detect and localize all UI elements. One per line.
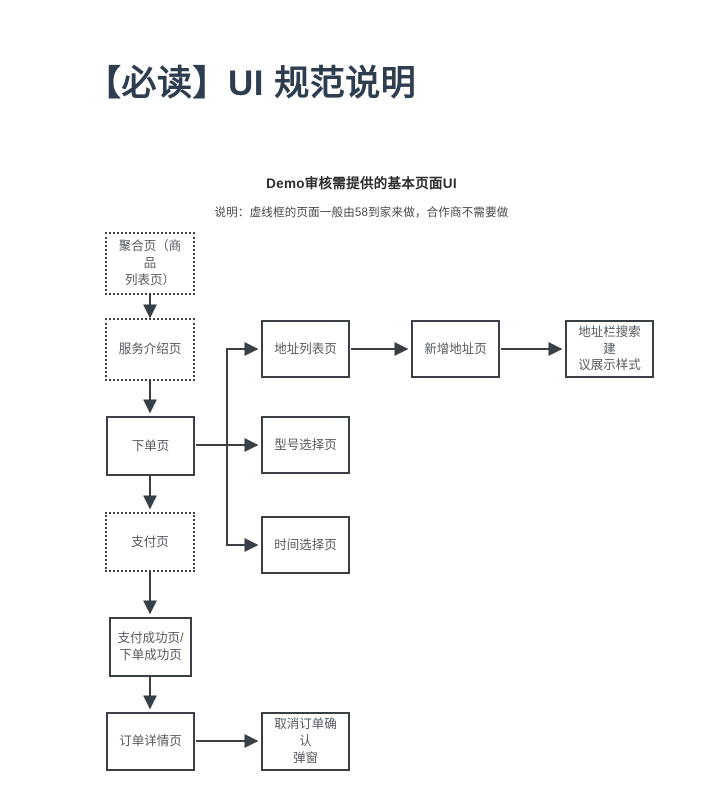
- node-payment[interactable]: 支付页: [105, 512, 195, 572]
- node-order-create[interactable]: 下单页: [106, 416, 195, 476]
- edge-order-create-to-time-select: [196, 444, 259, 552]
- node-order-detail-label-1: 订单详情页: [119, 734, 182, 749]
- node-order-detail[interactable]: 订单详情页: [106, 712, 195, 771]
- node-time-select-label-1: 时间选择页: [274, 537, 337, 552]
- node-address-list-label-1: 地址列表页: [274, 341, 337, 356]
- node-aggregate[interactable]: 聚合页（商品 列表页）: [105, 232, 195, 295]
- node-cancel-confirm[interactable]: 取消订单确认 弹窗: [261, 712, 350, 771]
- node-address-add[interactable]: 新增地址页: [411, 320, 500, 378]
- node-aggregate-label-1: 聚合页（商品: [118, 239, 182, 271]
- diagram-subtitle: 说明：虚线框的页面一般由58到家来做，合作商不需要做: [214, 207, 509, 219]
- node-address-suggest-label-2: 议展示样式: [578, 358, 641, 373]
- node-address-suggest-label-1: 地址栏搜索建: [578, 324, 641, 356]
- node-payment-label-1: 支付页: [131, 534, 169, 549]
- node-order-create-label-1: 下单页: [131, 438, 170, 453]
- node-model-select[interactable]: 型号选择页: [261, 416, 350, 474]
- node-model-select-label-1: 型号选择页: [274, 437, 337, 452]
- node-time-select[interactable]: 时间选择页: [261, 516, 350, 574]
- node-pay-success-label-1: 支付成功页/: [117, 631, 184, 646]
- node-cancel-confirm-label-2: 弹窗: [292, 750, 318, 765]
- node-address-list[interactable]: 地址列表页: [261, 320, 350, 378]
- node-service-intro[interactable]: 服务介绍页: [105, 318, 195, 381]
- node-address-add-label-1: 新增地址页: [424, 341, 487, 356]
- diagram-title: Demo审核需提供的基本页面UI: [266, 176, 457, 191]
- node-aggregate-label-2: 列表页）: [124, 272, 175, 287]
- node-pay-success[interactable]: 支付成功页/ 下单成功页: [109, 617, 192, 677]
- node-address-suggest[interactable]: 地址栏搜索建 议展示样式: [565, 320, 654, 378]
- node-cancel-confirm-label-1: 取消订单确认: [274, 717, 337, 749]
- edge-order-create-to-address-list: [196, 342, 259, 446]
- node-pay-success-label-2: 下单成功页: [119, 648, 182, 662]
- page-title: 【必读】UI 规范说明: [86, 64, 417, 103]
- node-service-intro-label-1: 服务介绍页: [118, 342, 182, 357]
